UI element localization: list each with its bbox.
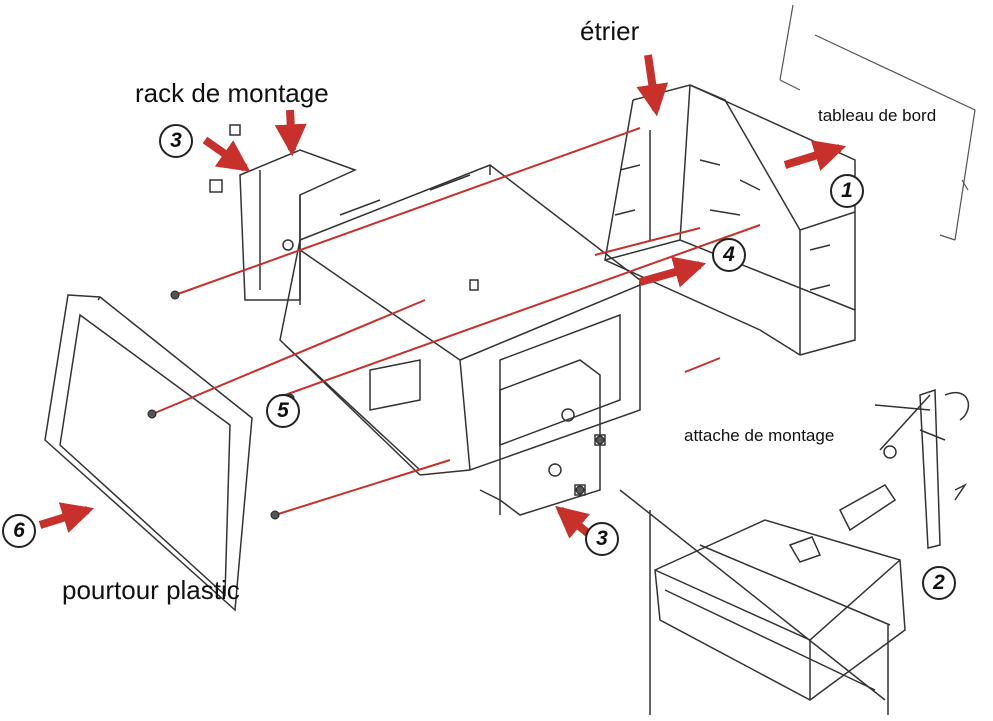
head-unit [279, 164, 641, 476]
step-badge-5: 5 [266, 394, 300, 428]
direction-arrows [38, 54, 847, 539]
step-badge-6: 6 [2, 514, 36, 548]
arrow-step4 [638, 256, 707, 288]
storage-pocket [619, 484, 906, 715]
right-bracket [479, 359, 606, 516]
step-badge-3-bottom: 3 [585, 522, 619, 556]
left-bracket [209, 124, 357, 305]
screws [147, 290, 605, 520]
dashboard-panel [779, 4, 976, 241]
step-badge-1: 1 [830, 174, 864, 208]
trim-frame [44, 294, 253, 612]
label-rack: rack de montage [135, 78, 329, 108]
arrow-step3-top [202, 136, 251, 172]
arrow-step1 [783, 140, 847, 171]
mounting-clip [874, 388, 970, 549]
arrow-etrier [636, 54, 669, 117]
label-etrier: étrier [580, 16, 640, 46]
label-pourtour: pourtour plastic [62, 575, 240, 605]
arrow-step3-bottom [555, 505, 593, 539]
arrow-step6 [38, 502, 95, 533]
guide-lines [149, 127, 761, 516]
label-attache: attache de montage [684, 426, 835, 445]
step-badge-2: 2 [922, 566, 956, 600]
mounting-cage [604, 84, 856, 356]
arrow-rack [274, 109, 307, 157]
label-tableau: tableau de bord [818, 106, 937, 125]
step-badge-3-top: 3 [159, 124, 193, 158]
step-badge-4: 4 [712, 238, 746, 272]
